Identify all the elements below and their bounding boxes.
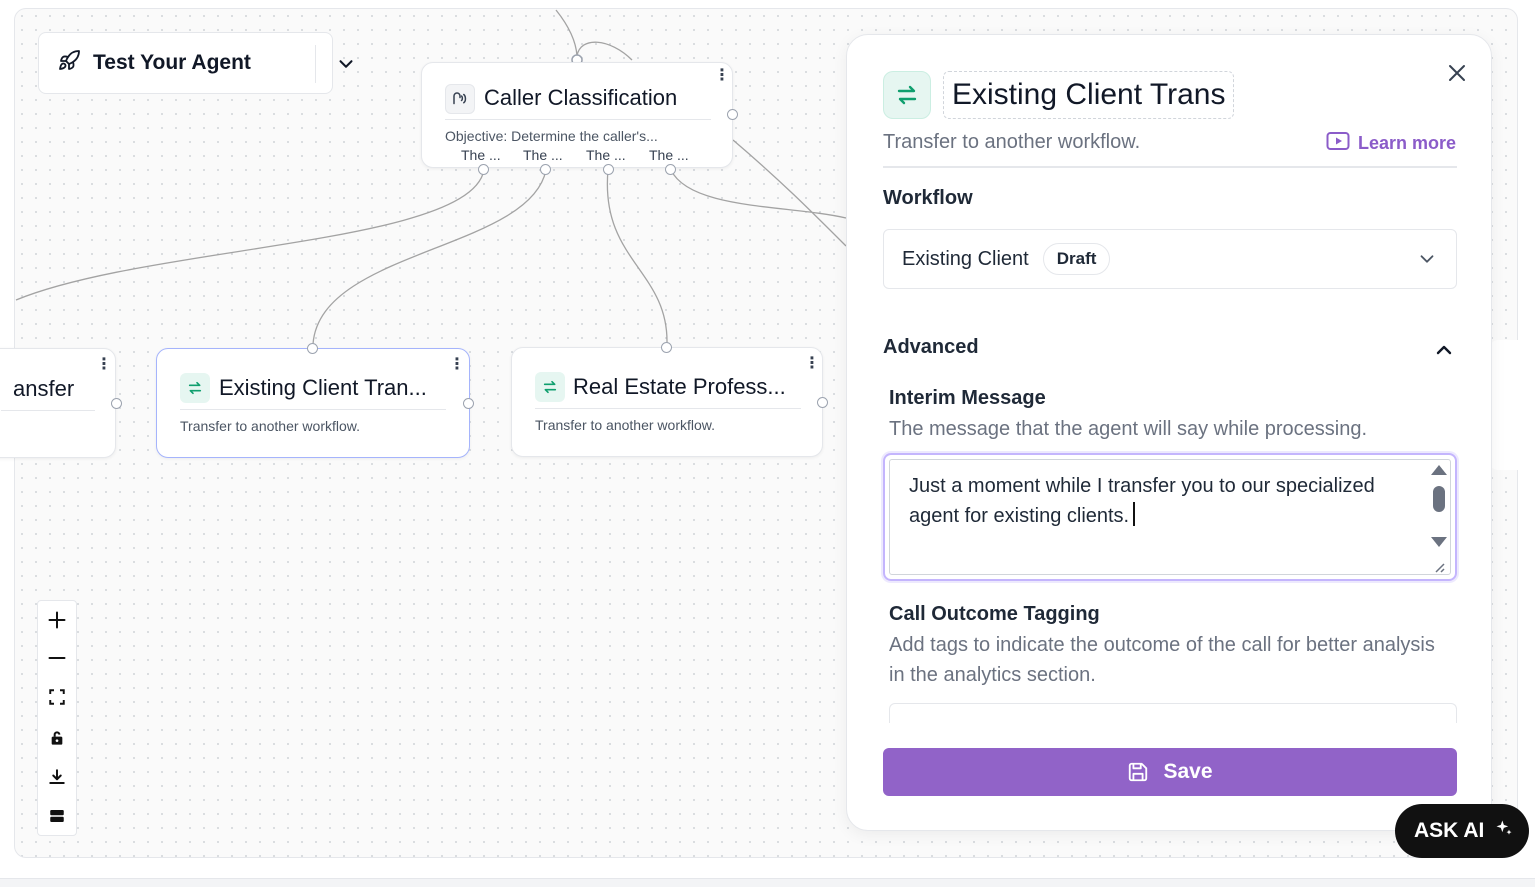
rocket-icon (57, 49, 81, 78)
lock-icon[interactable] (38, 719, 76, 757)
outcome-tags-input[interactable] (889, 703, 1457, 723)
ask-ai-label: ASK AI (1414, 819, 1485, 842)
resize-handle-icon[interactable] (1431, 559, 1449, 577)
node-menu-icon[interactable]: ⋮ (714, 67, 730, 84)
chevron-down-icon[interactable] (335, 53, 357, 80)
workflow-select[interactable]: Existing Client Draft (883, 229, 1457, 289)
node-title: Real Estate Profess... (573, 374, 786, 399)
workflow-value: Existing Client (902, 247, 1029, 270)
node-existing-client[interactable]: Existing Client Tran... ⋮ Transfer to an… (156, 348, 470, 458)
input-port[interactable] (661, 342, 672, 353)
test-agent-label: Test Your Agent (93, 51, 251, 74)
scrollbar-thumb[interactable] (1433, 486, 1445, 512)
video-play-icon (1326, 131, 1350, 156)
scroll-up-icon[interactable] (1431, 465, 1447, 475)
node-menu-icon[interactable]: ⋮ (96, 356, 112, 373)
zoom-in-icon[interactable] (38, 601, 76, 639)
input-port[interactable] (307, 343, 318, 354)
interim-message-label: Interim Message (889, 387, 1046, 409)
output-port[interactable] (111, 398, 122, 409)
branch-label: The ... (649, 147, 689, 163)
learn-more-label: Learn more (1358, 133, 1457, 153)
node-caller-classification[interactable]: Caller Classification ⋮ Objective: Deter… (421, 62, 733, 168)
interim-message-text: Just a moment while I transfer you to ou… (909, 475, 1375, 527)
node-title: ansfer (13, 376, 75, 401)
output-port[interactable] (540, 164, 551, 175)
page-bottom-bar (0, 878, 1535, 887)
node-transfer-partial[interactable]: ansfer ⋮ (0, 348, 116, 458)
node-objective: Objective: Determine the caller's... (445, 128, 658, 144)
save-label: Save (1163, 760, 1213, 783)
text-caret (1133, 502, 1136, 526)
output-port[interactable] (603, 164, 614, 175)
node-menu-icon[interactable]: ⋮ (449, 356, 465, 373)
node-name-input[interactable]: Existing Client Trans (943, 71, 1235, 119)
transfer-arrows-icon (535, 372, 565, 402)
textarea-inner (889, 459, 1451, 575)
interim-message-textarea[interactable]: Just a moment while I transfer you to ou… (883, 453, 1457, 581)
status-badge: Draft (1042, 243, 1111, 275)
node-divider (445, 119, 711, 120)
node-description: Transfer to another workflow. (535, 417, 716, 433)
sparkle-icon (1494, 818, 1514, 844)
transfer-arrows-icon (180, 373, 210, 403)
voice-wave-icon (445, 84, 475, 114)
panel-description: Transfer to another workflow. (883, 131, 1141, 153)
node-title: Existing Client Tran... (219, 375, 427, 400)
test-agent-dropdown[interactable]: Test Your Agent (38, 32, 353, 94)
chevron-down-icon (1416, 248, 1438, 275)
node-settings-panel: Existing Client Trans Transfer to anothe… (846, 34, 1492, 831)
scroll-down-icon[interactable] (1431, 537, 1447, 547)
node-description: Transfer to another workflow. (180, 418, 361, 434)
zoom-out-icon[interactable] (38, 639, 76, 677)
output-port[interactable] (463, 398, 474, 409)
transfer-arrows-icon (883, 71, 931, 119)
node-divider (180, 409, 446, 410)
interim-message-help: The message that the agent will say whil… (889, 418, 1368, 440)
download-icon[interactable] (38, 758, 76, 796)
fit-view-icon[interactable] (38, 678, 76, 716)
output-port[interactable] (665, 164, 676, 175)
node-divider (1, 410, 95, 411)
call-outcome-help: Add tags to indicate the outcome of the … (889, 634, 1435, 686)
layout-icon[interactable] (38, 797, 76, 835)
canvas-controls (37, 600, 77, 836)
learn-more-link[interactable]: Learn more (1326, 131, 1456, 156)
chevron-up-icon[interactable] (1431, 338, 1457, 367)
output-port[interactable] (727, 109, 738, 120)
node-menu-icon[interactable]: ⋮ (804, 355, 820, 372)
branch-label: The ... (461, 147, 501, 163)
workflow-label: Workflow (883, 187, 973, 209)
panel-divider (883, 166, 1457, 168)
node-real-estate[interactable]: Real Estate Profess... ⋮ Transfer to ano… (511, 347, 823, 457)
output-port[interactable] (817, 397, 828, 408)
advanced-section-header[interactable]: Advanced (883, 336, 979, 358)
output-port[interactable] (478, 164, 489, 175)
save-disk-icon (1129, 762, 1148, 782)
close-icon[interactable] (1445, 61, 1469, 85)
branch-label: The ... (523, 147, 563, 163)
node-divider (535, 408, 801, 409)
node-title: Caller Classification (484, 85, 678, 110)
call-outcome-label: Call Outcome Tagging (889, 603, 1100, 625)
branch-label: The ... (586, 147, 626, 163)
toolbar-divider (315, 45, 316, 83)
offscreen-node-edge (1490, 340, 1530, 470)
save-button[interactable]: Save (883, 748, 1457, 796)
ask-ai-button[interactable]: ASK AI (1395, 804, 1529, 858)
